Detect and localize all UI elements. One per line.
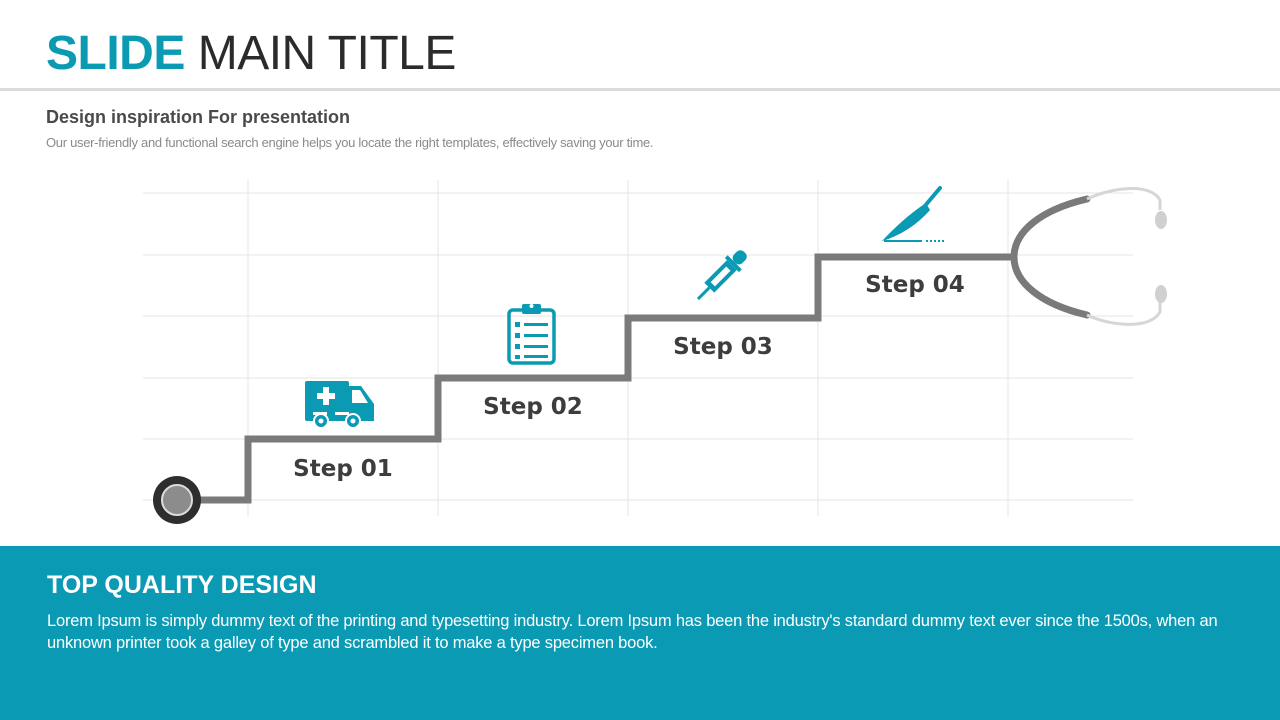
description: Our user-friendly and functional search … — [46, 135, 654, 150]
step-02-label: Step 02 — [483, 394, 583, 420]
title-divider — [0, 88, 1280, 91]
ambulance-icon — [305, 381, 374, 429]
scalpel-icon — [882, 186, 946, 242]
footer-title: TOP QUALITY DESIGN — [47, 571, 317, 599]
stethoscope-chestpiece-icon — [153, 476, 201, 524]
syringe-icon — [696, 250, 747, 301]
steps-diagram: Step 01 Step 02 Step 03 Step 04 — [143, 180, 1167, 524]
step-04-label: Step 04 — [865, 272, 965, 298]
footer-banner: TOP QUALITY DESIGN Lorem Ipsum is simply… — [0, 546, 1280, 720]
grid — [143, 180, 1133, 516]
slide-title-accent: SLIDE — [46, 27, 185, 80]
slide-title-rest: MAIN TITLE — [197, 27, 457, 80]
step-03-label: Step 03 — [673, 334, 773, 360]
step-01-label: Step 01 — [293, 456, 393, 482]
stethoscope-head-icon — [1010, 187, 1167, 326]
subtitle: Design inspiration For presentation — [46, 107, 351, 127]
stair-path — [200, 253, 1014, 504]
slide-title: SLIDE MAIN TITLE — [46, 26, 456, 82]
clipboard-icon — [507, 304, 556, 365]
footer-text: Lorem Ipsum is simply dummy text of the … — [47, 612, 1218, 652]
